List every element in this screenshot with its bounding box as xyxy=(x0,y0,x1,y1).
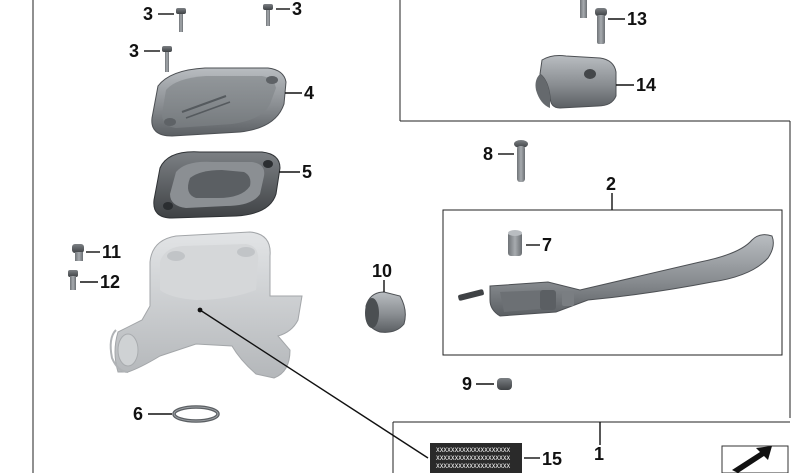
callout-numbers: 3 3 3 4 5 6 7 8 9 10 11 12 13 14 2 1 15 xyxy=(100,0,656,469)
pin-13 xyxy=(580,0,607,44)
warning-label-line-3: XXXXXXXXXXXXXXXXXXXX xyxy=(436,463,511,470)
callout-5: 5 xyxy=(302,162,312,182)
callout-12: 12 xyxy=(100,272,120,292)
frame-lines xyxy=(32,0,791,473)
callout-1: 1 xyxy=(594,444,604,464)
leader-lines xyxy=(80,8,634,459)
callout-3c: 3 xyxy=(129,41,139,61)
screw-12 xyxy=(68,270,78,290)
screw-3c xyxy=(162,46,172,72)
bushing-7 xyxy=(508,230,522,256)
nut-9 xyxy=(497,378,512,390)
bleed-valve-11 xyxy=(72,244,84,261)
callout-15: 15 xyxy=(542,449,562,469)
callout-3b: 3 xyxy=(292,0,302,19)
reservoir-cover-4 xyxy=(151,67,287,137)
clamp-14 xyxy=(535,55,617,109)
callout-9: 9 xyxy=(462,374,472,394)
warning-label-line-2: XXXXXXXXXXXXXXXXXXXX xyxy=(436,455,511,462)
o-ring-6 xyxy=(172,405,220,423)
callout-4: 4 xyxy=(304,83,314,103)
callout-13: 13 xyxy=(627,9,647,29)
membrane-5 xyxy=(153,151,281,219)
screw-3b xyxy=(263,4,273,26)
screw-3a xyxy=(176,8,186,32)
callout-6: 6 xyxy=(133,404,143,424)
boot-10 xyxy=(365,291,406,333)
callout-3a: 3 xyxy=(143,4,153,24)
navigation-arrow-icon[interactable] xyxy=(721,445,789,473)
callout-2: 2 xyxy=(606,174,616,194)
pivot-bolt-8 xyxy=(514,140,528,182)
callout-10: 10 xyxy=(372,261,392,281)
master-cylinder-body xyxy=(109,231,303,379)
callout-14: 14 xyxy=(636,75,656,95)
callout-11: 11 xyxy=(102,242,121,262)
warning-label-line-1: XXXXXXXXXXXXXXXXXXXX xyxy=(436,447,511,454)
warning-label-15: XXXXXXXXXXXXXXXXXXXX XXXXXXXXXXXXXXXXXXX… xyxy=(430,443,522,473)
brake-lever-2 xyxy=(458,234,774,317)
callout-7: 7 xyxy=(542,235,552,255)
callout-8: 8 xyxy=(483,144,493,164)
